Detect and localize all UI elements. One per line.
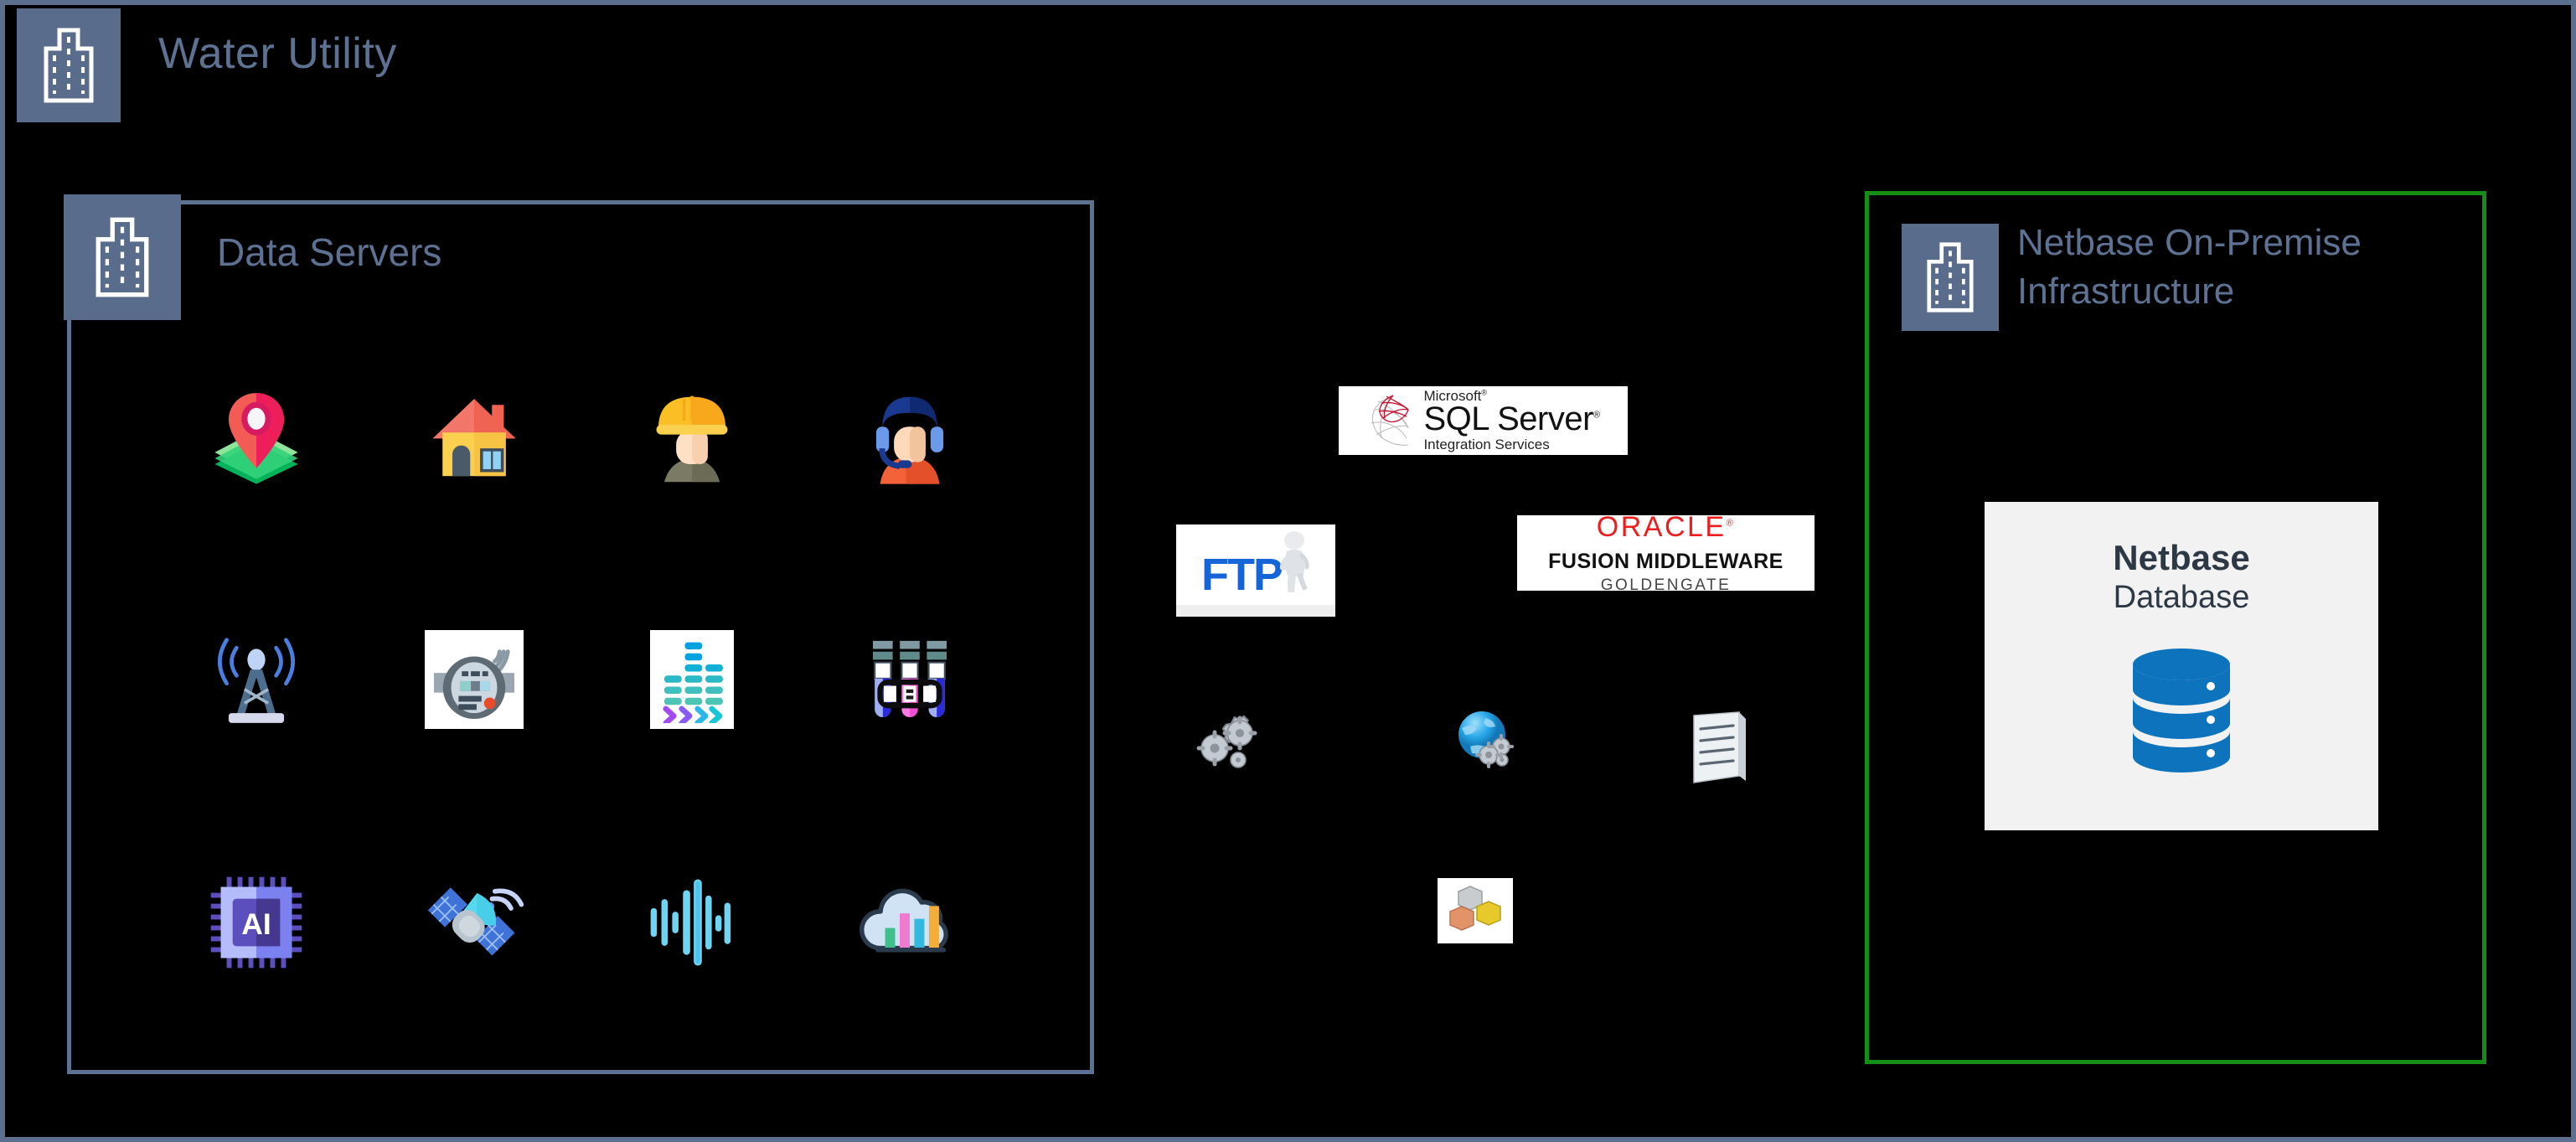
globe-web-service-icon[interactable] bbox=[1448, 705, 1524, 780]
office-building-icon bbox=[17, 8, 121, 122]
sql-server-product: SQL Server® bbox=[1423, 400, 1600, 437]
oracle-product-line: FUSION MIDDLEWARE bbox=[1548, 550, 1784, 573]
document-file-icon[interactable] bbox=[1680, 711, 1752, 786]
page-title: Water Utility bbox=[158, 29, 397, 78]
netbase-database-name: Netbase bbox=[2113, 538, 2250, 577]
ftp-label: FTP bbox=[1201, 550, 1283, 600]
oracle-brand: ORACLE® bbox=[1596, 515, 1736, 543]
telemetry-tower-icon[interactable] bbox=[147, 558, 365, 801]
office-building-icon bbox=[64, 194, 181, 320]
gears-services-icon[interactable] bbox=[1195, 713, 1270, 780]
smart-water-meter-icon[interactable] bbox=[365, 558, 583, 801]
svg-text:AI: AI bbox=[241, 908, 271, 941]
gis-location-layers-icon[interactable] bbox=[147, 315, 365, 558]
field-worker-icon[interactable] bbox=[583, 315, 801, 558]
netbase-title-line1: Netbase On-Premise bbox=[2017, 222, 2362, 263]
satellite-icon[interactable] bbox=[365, 801, 583, 1044]
data-servers-title: Data Servers bbox=[217, 230, 442, 274]
netbase-title: Netbase On-Premise Infrastructure bbox=[2017, 225, 2486, 310]
sql-server-edition: Integration Services bbox=[1423, 436, 1550, 452]
ftp-logo[interactable]: FTP bbox=[1176, 524, 1335, 617]
call-center-agent-icon[interactable] bbox=[801, 315, 1019, 558]
diagram-header: Water Utility bbox=[5, 5, 2571, 122]
cloud-analytics-icon[interactable] bbox=[801, 801, 1019, 1044]
signal-waveform-icon[interactable] bbox=[583, 801, 801, 1044]
netbase-database-card[interactable]: Netbase Database bbox=[1985, 502, 2378, 830]
data-analytics-stream-icon[interactable] bbox=[583, 558, 801, 801]
package-components-icon[interactable] bbox=[1438, 878, 1513, 943]
oracle-fusion-middleware-goldengate-logo[interactable]: ORACLE® FUSION MIDDLEWARE GOLDENGATE bbox=[1517, 515, 1815, 591]
database-cylinder-icon bbox=[2129, 646, 2234, 783]
data-servers-icon-grid: AI bbox=[147, 315, 985, 1044]
oracle-product-sub: GOLDENGATE bbox=[1600, 576, 1732, 591]
sql-server-vendor: Microsoft® bbox=[1423, 387, 1488, 404]
house-property-icon[interactable] bbox=[365, 315, 583, 558]
ai-chip-icon[interactable]: AI bbox=[147, 801, 365, 1044]
lab-test-tubes-icon[interactable] bbox=[801, 558, 1019, 801]
stock-watermark-strip bbox=[1176, 605, 1335, 617]
data-servers-panel bbox=[67, 200, 1094, 1074]
office-building-icon bbox=[1902, 224, 1999, 331]
sql-server-integration-services-logo[interactable]: Microsoft® SQL Server® Integration Servi… bbox=[1339, 386, 1628, 455]
netbase-on-premise-box bbox=[1865, 191, 2486, 1064]
netbase-title-line2: Infrastructure bbox=[2017, 271, 2235, 312]
netbase-database-subtitle: Database bbox=[2113, 579, 2250, 615]
